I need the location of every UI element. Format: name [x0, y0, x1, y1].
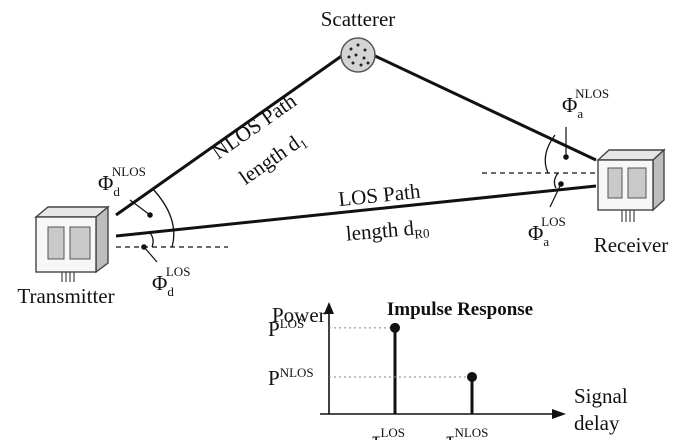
impulse-response-chart: Impulse Response Power Signal delay PLOS…	[268, 299, 628, 440]
rx-nlos-angle-arc	[544, 134, 556, 174]
rx-los-angle-arc	[553, 172, 559, 189]
impulse-y-axis-arrow-icon	[324, 302, 334, 314]
nlos-path-tx-segment	[115, 53, 344, 217]
impulse-x-axis-label-line2: delay	[574, 411, 620, 435]
tx-nlos-angle-arc	[151, 187, 175, 248]
scatterer-icon	[340, 37, 376, 73]
rx-nlos-angle-label: ΦaNLOS	[562, 86, 609, 121]
scatterer-label: Scatterer	[321, 7, 396, 31]
tx-nlos-pointer-dot	[147, 212, 153, 218]
los-impulse-marker	[390, 322, 400, 333]
nlos-path-rx-segment	[372, 53, 597, 162]
tx-nlos-angle-label: ΦdNLOS	[98, 164, 146, 199]
rx-los-angle-label: ΦaLOS	[528, 214, 566, 249]
receiver-icon	[596, 148, 666, 222]
tau-nlos-label: τNLOS	[446, 425, 488, 440]
tx-los-pointer	[143, 246, 158, 263]
tx-los-angle-arc	[149, 232, 154, 248]
rx-los-pointer-dot	[558, 181, 564, 187]
transmitter-icon	[34, 205, 110, 282]
tx-los-pointer-dot	[141, 244, 147, 250]
impulse-x-axis-label-line1: Signal	[574, 384, 628, 408]
tau-los-label: τLOS	[372, 425, 405, 440]
nlos-impulse-marker	[467, 371, 477, 382]
rx-los-pointer	[549, 183, 562, 208]
los-length-label: length dR0	[345, 214, 430, 247]
tx-nlos-pointer	[129, 199, 151, 216]
p-nlos-label: PNLOS	[268, 365, 314, 390]
impulse-y-axis-label: Power	[272, 303, 326, 327]
receiver-label: Receiver	[594, 233, 669, 257]
p-los-label: PLOS	[268, 316, 304, 341]
impulse-title: Impulse Response	[387, 299, 533, 320]
impulse-x-axis-arrow-icon	[552, 409, 566, 419]
transmitter-label: Transmitter	[17, 284, 114, 308]
los-path-line	[115, 184, 597, 238]
tx-los-angle-label: ΦdLOS	[152, 264, 190, 299]
rx-nlos-pointer-dot	[563, 154, 569, 160]
